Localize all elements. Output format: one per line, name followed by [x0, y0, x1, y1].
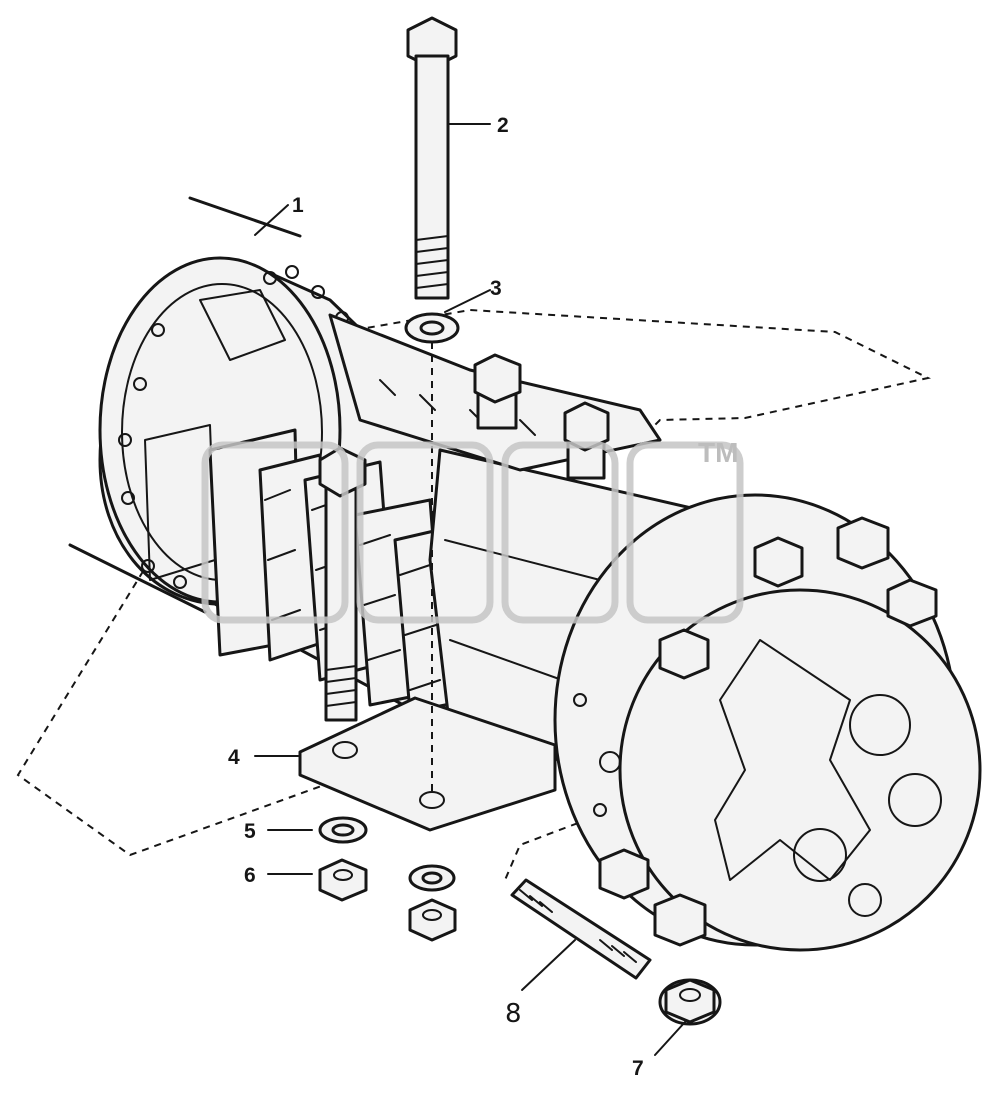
long-threaded-stud [318, 446, 367, 722]
wheel-stud-8 [510, 878, 652, 980]
long-bolt [406, 16, 458, 300]
callout-5: 5 [244, 820, 256, 843]
callout-8: 8 [505, 999, 522, 1029]
washer-5 [318, 816, 368, 844]
washer-top [404, 312, 460, 344]
top-hex-bolt-right [563, 401, 610, 480]
top-hex-bolt-left [473, 353, 522, 430]
mounting-plate [298, 696, 557, 832]
leader-lines [254, 123, 686, 1056]
nut-lower-center [408, 898, 457, 942]
washer-lower-center [408, 864, 456, 892]
callout-7: 7 [632, 1057, 644, 1080]
callout-1: 1 [292, 194, 304, 217]
callout-4: 4 [228, 746, 240, 769]
callout-6: 6 [244, 864, 256, 887]
wheel-hub [553, 493, 982, 952]
flange-nut-7 [658, 978, 722, 1026]
watermark-logo: TM [201, 437, 744, 624]
callout-2: 2 [497, 114, 509, 137]
callout-labels: 1 2 3 4 5 6 7 8 [228, 114, 644, 1080]
callout-3: 3 [490, 277, 502, 300]
watermark-trademark: TM [698, 437, 738, 468]
flange-bolt-holes [118, 265, 349, 589]
nut-6 [318, 858, 368, 902]
hub-flange-nuts [598, 516, 938, 947]
